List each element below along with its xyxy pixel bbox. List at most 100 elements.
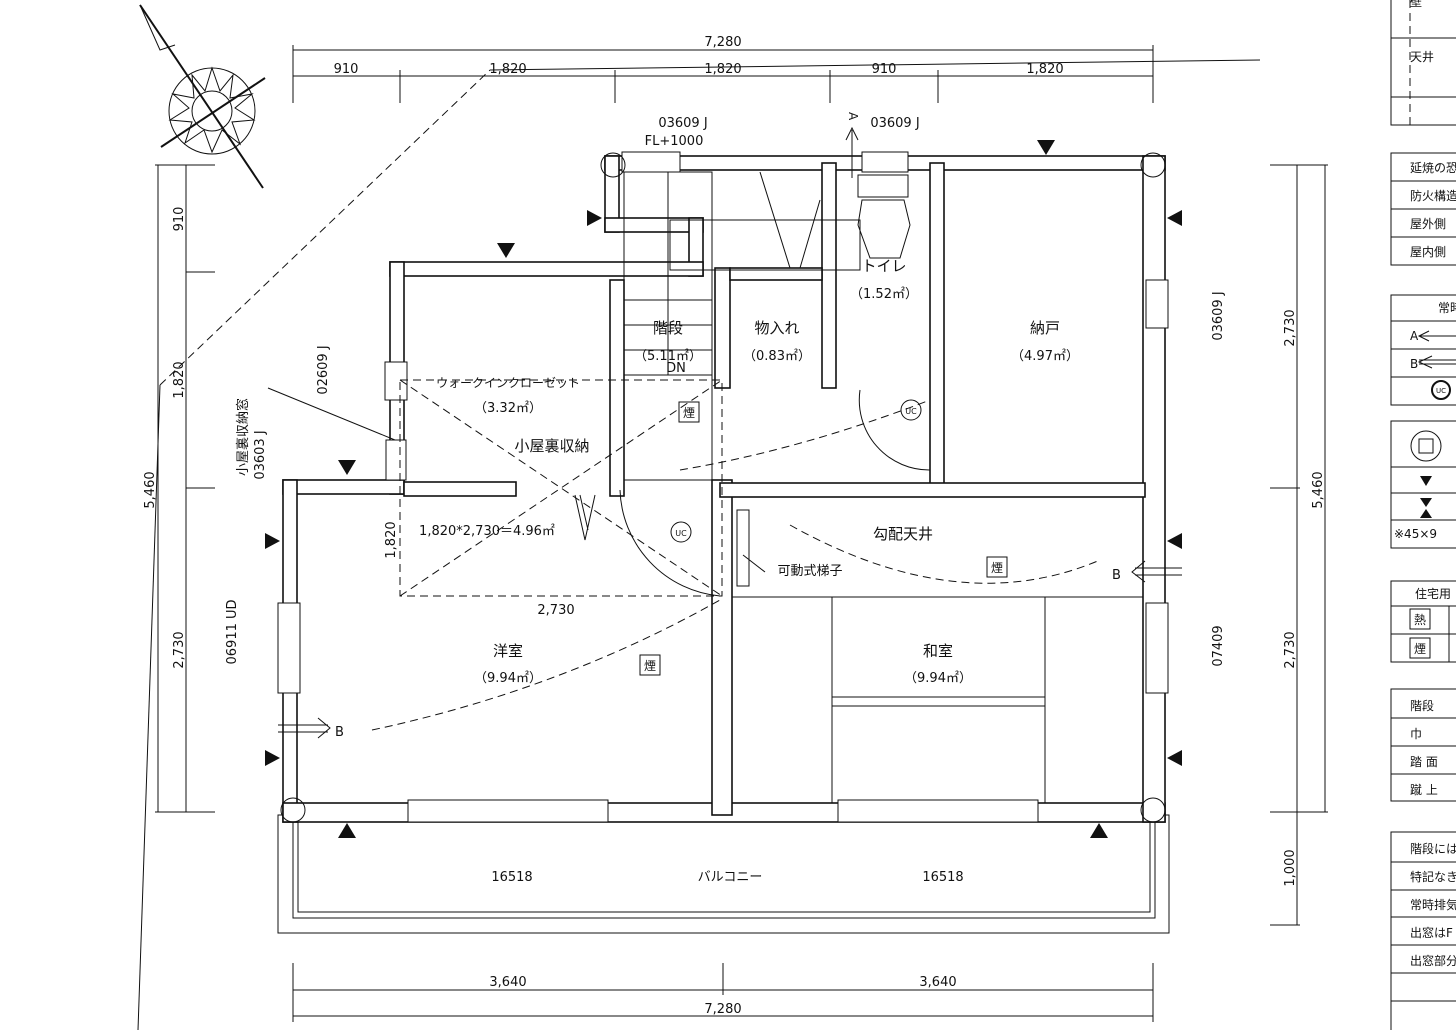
uc-outlet-icon — [670, 399, 922, 543]
window-label: 16518 — [491, 870, 532, 885]
table-cell: 屋内側 — [1410, 245, 1446, 259]
dim-attic-height: 1,820 — [384, 521, 399, 558]
dim-right-total: 5,460 — [1311, 471, 1326, 508]
room-area-japanese: （9.94㎡） — [904, 671, 972, 686]
left-dimension-lines — [155, 164, 215, 813]
window-label: 16518 — [922, 870, 963, 885]
slope-ceiling-label: 勾配天井 — [873, 525, 933, 543]
dim-top-seg: 1,820 — [704, 62, 741, 77]
dim-top-seg: 1,820 — [1026, 62, 1063, 77]
heat-detector-label: 熱 — [1414, 613, 1426, 627]
table-cell: 延焼の恐 — [1410, 161, 1456, 175]
room-area-toilet: （1.52㎡） — [850, 287, 918, 302]
room-name-stairs: 階段 — [653, 319, 683, 337]
window-openings — [277, 151, 1169, 823]
arrow-b-label: B — [1112, 568, 1121, 583]
table-cell: 常時 — [1438, 301, 1456, 315]
dim-left-seg: 1,820 — [172, 361, 187, 398]
side-tables — [1390, 0, 1456, 1030]
dim-top-total: 7,280 — [704, 35, 741, 50]
table-cell: 蹴 上 — [1410, 783, 1438, 797]
window-label: 03609 J — [658, 116, 707, 131]
uc-label: UC — [1436, 387, 1446, 395]
table-cell: 巾 — [1410, 727, 1422, 741]
ladder-icon — [736, 509, 750, 587]
window-label: 06911 UD — [225, 599, 240, 664]
room-area-storage: （0.83㎡） — [743, 349, 811, 364]
dim-top-seg: 910 — [872, 62, 897, 77]
smoke-label: 煙 — [644, 659, 656, 673]
table-cell: A — [1410, 329, 1419, 343]
table-cell: 踏 面 — [1410, 755, 1438, 769]
top-dimension-lines — [292, 45, 1154, 103]
table-cell: 出窓部分 — [1410, 953, 1456, 968]
site-boundary-line — [489, 59, 1261, 71]
dim-left-seg: 2,730 — [172, 631, 187, 668]
dim-left-total: 5,460 — [143, 471, 158, 508]
stair-treads — [623, 171, 861, 481]
window-label: 07409 — [1211, 625, 1226, 666]
room-name-western: 洋室 — [493, 642, 523, 660]
room-area-western: （9.94㎡） — [474, 671, 542, 686]
smoke-detector-icon — [639, 401, 1008, 676]
dim-right-seg: 2,730 — [1283, 309, 1298, 346]
table-cell: 階段 — [1410, 698, 1434, 713]
room-name-walkin: ウォークインクローゼット — [436, 376, 580, 390]
balcony-label: バルコニー — [698, 870, 763, 885]
column-marks — [280, 152, 1166, 823]
smoke-label: 煙 — [1414, 642, 1426, 656]
window-label: 03603 J — [253, 430, 268, 479]
dim-attic-width: 2,730 — [537, 603, 574, 618]
window-label: 03609 J — [870, 116, 919, 131]
uc-label: UC — [675, 529, 687, 538]
table-cell: 天井 — [1410, 50, 1434, 64]
site-boundary-line — [137, 384, 161, 1030]
triangle-markers — [265, 140, 1182, 838]
table-cell: B — [1410, 357, 1418, 371]
arrow-a-label: A — [846, 112, 860, 121]
ladder-label: 可動式梯子 — [777, 564, 842, 579]
toilet-fixture-icon — [857, 174, 911, 259]
table-cell: 特記なき — [1410, 869, 1456, 884]
window-label: 02609 J — [316, 345, 331, 394]
table-cell: 防火構造 — [1410, 188, 1456, 203]
room-name-toilet: トイレ — [861, 257, 906, 275]
table-cell: 住宅用 — [1415, 586, 1451, 601]
dim-right-seg: 2,730 — [1283, 631, 1298, 668]
room-name-storage: 物入れ — [754, 319, 799, 337]
room-area-nando: （4.97㎡） — [1011, 349, 1079, 364]
smoke-label: 煙 — [683, 406, 695, 420]
window-label: 小屋裏収納窓 — [235, 398, 251, 476]
room-name-japanese: 和室 — [923, 642, 953, 660]
legend-triangles — [1420, 476, 1432, 518]
attic-area-calc: 1,820*2,730＝4.96㎡ — [419, 524, 555, 539]
arrow-b-icon — [1131, 560, 1182, 583]
right-dimension-lines — [1270, 164, 1328, 926]
walls — [282, 155, 1166, 823]
window-label: FL+1000 — [645, 134, 704, 149]
table-note: ※45×9 — [1394, 527, 1437, 541]
stairs-dn-label: DN — [666, 361, 686, 376]
table-cell: 壁 — [1410, 0, 1422, 9]
dim-top-seg: 910 — [334, 62, 359, 77]
room-name-attic: 小屋裏収納 — [514, 437, 589, 455]
bottom-dimension-lines — [292, 963, 1154, 1022]
uc-label: UC — [905, 407, 917, 416]
dim-bottom-seg: 3,640 — [919, 975, 956, 990]
attic-storage-outline — [371, 379, 1101, 731]
room-area-walkin: （3.32㎡） — [474, 401, 542, 416]
table-cell: 常時排気 — [1410, 897, 1456, 912]
dim-right-seg: 1,000 — [1283, 849, 1298, 886]
room-name-nando: 納戸 — [1030, 319, 1060, 337]
room-area-stairs: （5.11㎡） — [634, 349, 702, 364]
site-boundary-line — [159, 69, 491, 386]
arrow-b-label: B — [335, 725, 344, 740]
table-cell: 出窓はF — [1410, 925, 1453, 940]
dim-top-seg: 1,820 — [489, 62, 526, 77]
tatami-lines — [732, 596, 1143, 803]
dim-bottom-seg: 3,640 — [489, 975, 526, 990]
arrow-b-icon — [278, 717, 331, 739]
north-compass-icon — [139, 4, 266, 189]
dim-left-seg: 910 — [172, 207, 187, 232]
